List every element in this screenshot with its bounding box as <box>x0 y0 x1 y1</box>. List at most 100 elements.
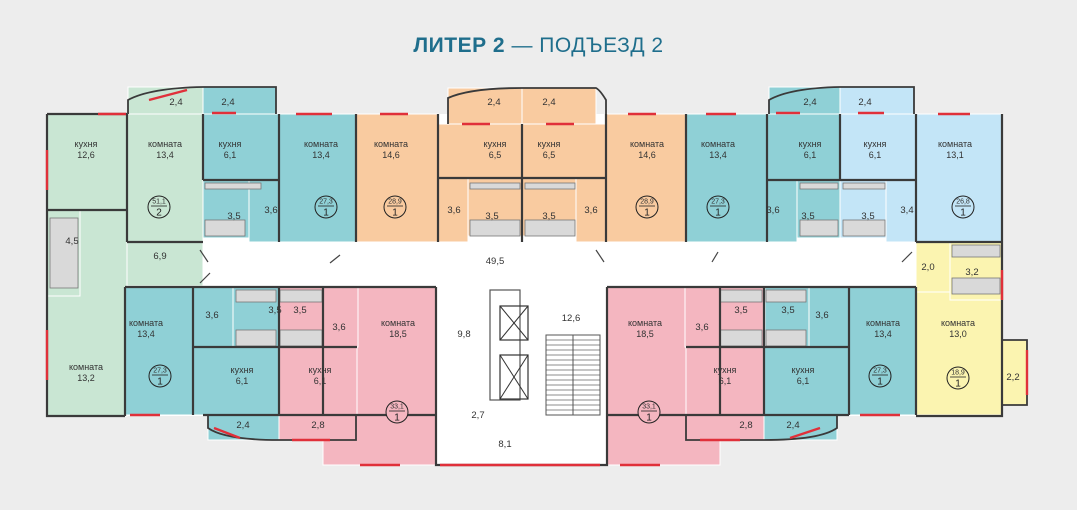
label-a8-balcony: 2,8 <box>311 420 324 431</box>
room-a2-balcony <box>202 86 277 115</box>
label-a6-hall: 3,4 <box>900 205 913 216</box>
apartment-badge-a8[interactable]: 33,11 <box>385 400 409 424</box>
room-a7-balcony <box>207 414 280 441</box>
apartment-badge-a2[interactable]: 27,31 <box>314 195 338 219</box>
label-a5-bath-line-1: 3,5 <box>801 211 814 222</box>
room-a4-kitchen <box>521 123 607 179</box>
room-a1-room1 <box>126 113 204 243</box>
label-a7-hall-line-1: 3,6 <box>205 310 218 321</box>
label-a6-balcony: 2,4 <box>858 97 871 108</box>
label-a7-bath-line-1: 3,5 <box>268 305 281 316</box>
elevator-car-2 <box>499 354 529 400</box>
apartment-badge-a3[interactable]: 28,91 <box>383 195 407 219</box>
label-a10-balcony-line-1: 2,4 <box>786 420 799 431</box>
label-a11-bath: 3,2 <box>965 267 978 278</box>
elevator-cross-b <box>499 305 529 341</box>
apartment-badge-a10[interactable]: 27,31 <box>868 364 892 388</box>
title-main: ЛИТЕР 2 <box>413 34 506 57</box>
label-a5-kitchen-line-2: 6,1 <box>804 150 817 160</box>
bath-fixture <box>524 182 576 190</box>
balcony-outline-5 <box>685 415 838 441</box>
bath-fixture <box>204 219 246 237</box>
label-a2-room-line-1: комната <box>304 139 338 149</box>
apartment-badge-a6[interactable]: 26,81 <box>951 195 975 219</box>
label-a11-balcony-line-1: 2,2 <box>1006 372 1019 383</box>
badge-circle <box>314 195 338 219</box>
elevator-cross-b <box>499 354 529 400</box>
apartment-badge-a4[interactable]: 28,91 <box>635 195 659 219</box>
room-a6-room <box>915 113 1003 243</box>
label-a6-bath-line-1: 3,5 <box>861 211 874 222</box>
label-a10-room-line-1: комната <box>866 318 900 328</box>
label-a7-balcony-line-1: 2,4 <box>236 420 249 431</box>
room-a3-room <box>355 113 439 243</box>
badge-circle <box>637 400 661 424</box>
label-a6-kitchen-line-2: 6,1 <box>869 150 882 160</box>
badge-area: 27,3 <box>711 199 725 206</box>
room-a8-balcony <box>278 414 357 441</box>
badge-area: 18,9 <box>951 370 965 377</box>
room-a9-balcony <box>685 414 765 441</box>
label-a5-balcony-line-1: 2,4 <box>803 97 816 108</box>
label-a5-room-line-2: 13,4 <box>709 150 727 160</box>
label-stair-line-1: 12,6 <box>562 313 581 324</box>
bath-fixture <box>799 219 839 237</box>
door-swing <box>901 251 913 263</box>
label-a2-balcony-line-1: 2,4 <box>221 97 234 108</box>
label-a1-room2-line-1: комната <box>69 362 103 372</box>
door-swing <box>199 272 211 284</box>
label-a6-balcony-line-1: 2,4 <box>858 97 871 108</box>
apartment-badge-a11[interactable]: 18,91 <box>946 366 970 390</box>
bath-fixture <box>204 182 262 190</box>
apartment-badge-a1[interactable]: 51,12 <box>147 195 171 219</box>
label-a9-hall: 3,6 <box>695 322 708 333</box>
label-a9-kitchen-line-1: кухня <box>714 365 737 375</box>
label-a8-balcony-line-1: 2,8 <box>311 420 324 431</box>
label-a3-balcony: 2,4 <box>487 97 500 108</box>
label-a9-room-line-1: комната <box>628 318 662 328</box>
room-a1-kitchen <box>46 113 128 211</box>
apartment-badge-a7[interactable]: 27,31 <box>148 364 172 388</box>
window <box>148 88 188 102</box>
apartment-badge-a5[interactable]: 27,31 <box>706 195 730 219</box>
apartment-badge-a9[interactable]: 33,11 <box>637 400 661 424</box>
label-a10-hall: 3,6 <box>815 310 828 321</box>
room-a11-hall <box>915 241 951 293</box>
label-a10-hall-line-1: 3,6 <box>815 310 828 321</box>
label-a8-kitchen-line-2: 6,1 <box>314 376 327 386</box>
badges-layer: 51,1227,3128,9128,9127,3126,8127,3133,11… <box>147 195 975 424</box>
label-lobby-line-1: 9,8 <box>457 329 470 340</box>
label-a2-kitchen-line-2: 6,1 <box>224 150 237 160</box>
label-a10-kitchen-line-2: 6,1 <box>797 376 810 386</box>
label-a4-room-line-1: комната <box>630 139 664 149</box>
bath-fixture <box>279 329 323 347</box>
label-a7-bath: 3,5 <box>268 305 281 316</box>
label-a11-hall-line-1: 2,0 <box>921 262 934 273</box>
label-a8-bath: 3,5 <box>293 305 306 316</box>
label-a6-room-line-1: комната <box>938 139 972 149</box>
label-stair: 12,6 <box>562 313 581 324</box>
label-a5-balcony: 2,4 <box>803 97 816 108</box>
room-a4-room <box>605 113 687 243</box>
badge-rooms: 1 <box>877 377 883 388</box>
room-a10-hall <box>808 286 850 348</box>
badge-rooms: 1 <box>392 208 398 219</box>
label-a1-room1-line-2: 13,4 <box>156 150 174 160</box>
label-a7-kitchen-line-1: кухня <box>231 365 254 375</box>
label-a3-bath: 3,5 <box>485 211 498 222</box>
badge-circle <box>706 195 730 219</box>
label-a7-hall: 3,6 <box>205 310 218 321</box>
bath-fixture <box>719 329 763 347</box>
label-a7-kitchen-line-2: 6,1 <box>236 376 249 386</box>
label-a10-bath-line-1: 3,5 <box>781 305 794 316</box>
label-a1-balcony-line-1: 2,4 <box>169 97 182 108</box>
